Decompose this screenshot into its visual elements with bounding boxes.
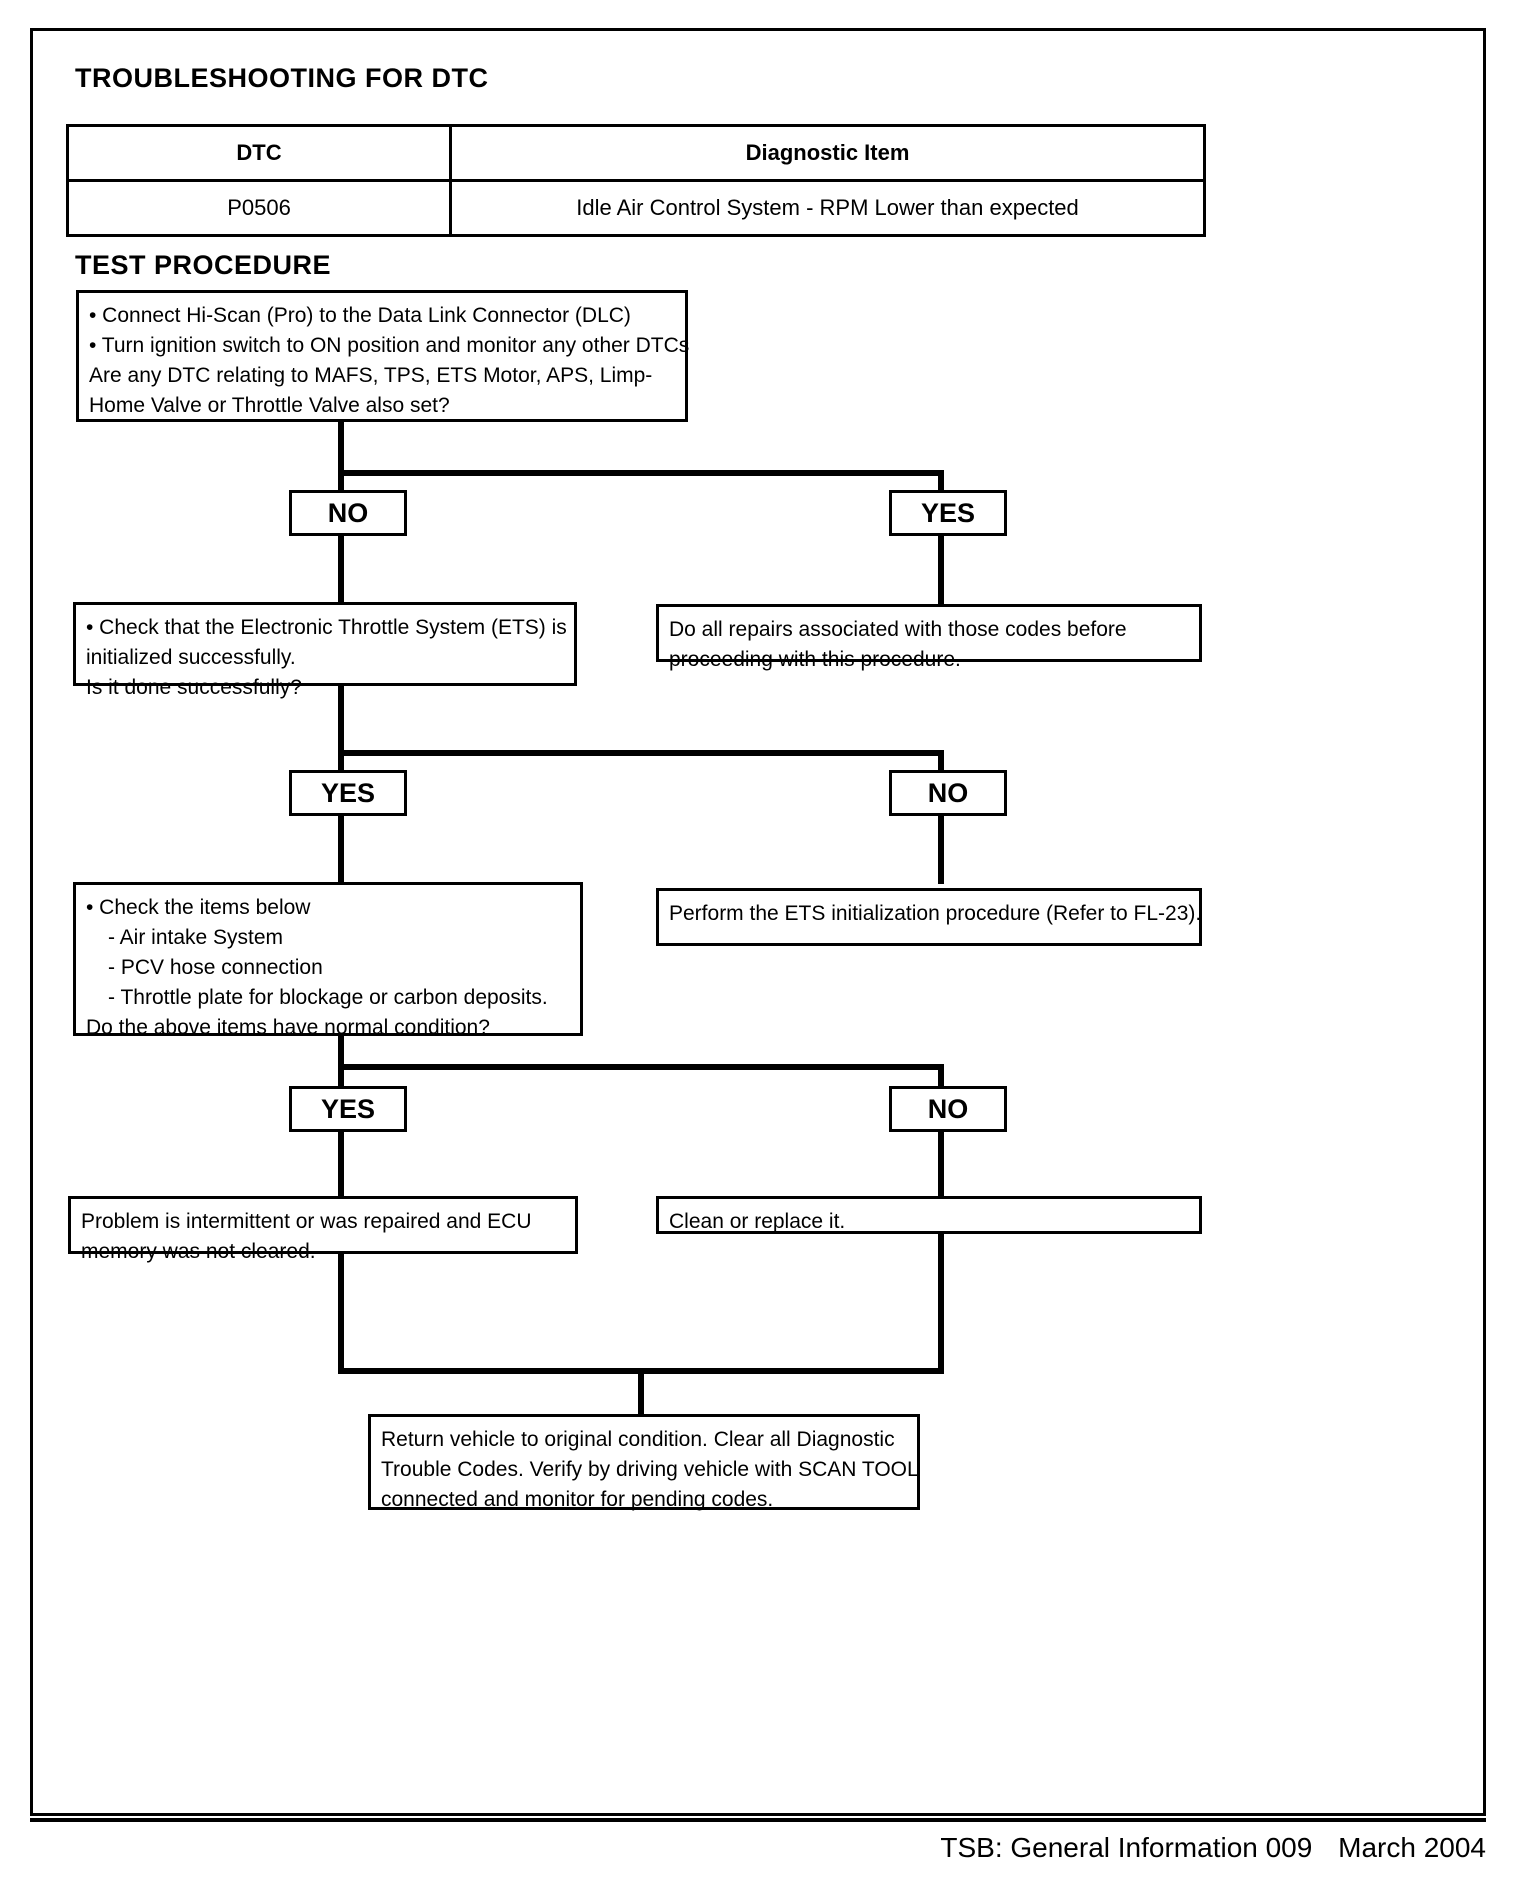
branch1-no-label: NO: [289, 490, 407, 536]
connector-branch1-left-tail: [338, 536, 344, 604]
branch2-yes-label: YES: [289, 770, 407, 816]
step2-left-line3: Is it done successfully?: [86, 676, 302, 699]
connector-branch2-bar: [338, 750, 944, 756]
connector-step2-stem: [338, 684, 344, 754]
step3-left-line2: - Air intake System: [108, 926, 284, 949]
connector-step4-right-tail: [938, 1232, 944, 1372]
cell-diagnostic-item: Idle Air Control System - RPM Lower than…: [449, 179, 1206, 237]
footer-date: March 2004: [1338, 1832, 1486, 1863]
column-header-diagnostic-item: Diagnostic Item: [449, 124, 1206, 182]
step4-left-line2: memory was not cleared.: [81, 1240, 316, 1263]
step2-right-line1: Do all repairs associated with those cod…: [669, 618, 1127, 641]
flow-box-final: Return vehicle to original condition. Cl…: [368, 1414, 920, 1511]
connector-branch3-right-tail: [938, 1132, 944, 1200]
page-border: [30, 28, 1486, 1816]
flow-box-step-3-left: • Check the items below - Air intake Sys…: [73, 882, 583, 1039]
flow-box-step-3-right: Perform the ETS initialization procedure…: [656, 888, 1202, 946]
footer: TSB: General Information 009 March 2004: [922, 1832, 1486, 1864]
connector-branch2-right-drop: [938, 750, 944, 776]
connector-branch3-left-tail: [338, 1132, 344, 1200]
cell-dtc-code: P0506: [66, 179, 452, 237]
step3-left-line5: Do the above items have normal condition…: [86, 1016, 490, 1039]
step2-left-line1: • Check that the Electronic Throttle Sys…: [86, 616, 567, 639]
step4-right-line1: Clean or replace it.: [669, 1210, 846, 1233]
table-row: P0506 Idle Air Control System - RPM Lowe…: [66, 179, 1206, 237]
step3-left-line4: - Throttle plate for blockage or carbon …: [108, 986, 548, 1009]
connector-branch3-right-drop: [938, 1064, 944, 1090]
flow-box-step-4-right: Clean or replace it.: [656, 1196, 1202, 1234]
connector-final-stem: [638, 1368, 644, 1418]
step1-line2: • Turn ignition switch to ON position an…: [89, 334, 690, 357]
connector-branch2-right-tail: [938, 816, 944, 884]
flow-box-step-4-left: Problem is intermittent or was repaired …: [68, 1196, 578, 1263]
footer-divider: [30, 1818, 1486, 1822]
step1-line1: • Connect Hi-Scan (Pro) to the Data Link…: [89, 304, 631, 327]
step1-line3: Are any DTC relating to MAFS, TPS, ETS M…: [89, 364, 653, 387]
connector-step1-stem: [338, 418, 344, 476]
step1-line4: Home Valve or Throttle Valve also set?: [89, 394, 450, 417]
connector-step3-stem: [338, 1034, 344, 1070]
flow-box-step-2-left: • Check that the Electronic Throttle Sys…: [73, 602, 577, 699]
connector-branch2-left-tail: [338, 816, 344, 884]
step3-left-line1: • Check the items below: [86, 896, 311, 919]
branch2-no-label: NO: [889, 770, 1007, 816]
connector-branch1-left-drop: [338, 470, 344, 496]
branch3-yes-label: YES: [289, 1086, 407, 1132]
step3-left-line3: - PCV hose connection: [108, 956, 323, 979]
step2-left-line2: initialized successfully.: [86, 646, 296, 669]
connector-step4-left-tail: [338, 1252, 344, 1372]
branch3-no-label: NO: [889, 1086, 1007, 1132]
section-title-test-procedure: TEST PROCEDURE: [75, 250, 332, 280]
footer-tsb: TSB: General Information 009: [940, 1832, 1313, 1863]
connector-branch3-left-drop: [338, 1064, 344, 1090]
table-header-row: DTC Diagnostic Item: [66, 124, 1206, 182]
page-title: TROUBLESHOOTING FOR DTC: [75, 63, 489, 93]
flow-box-step-2-right: Do all repairs associated with those cod…: [656, 604, 1202, 671]
final-line1: Return vehicle to original condition. Cl…: [381, 1428, 895, 1451]
step2-right-line2: proceeding with this procedure.: [669, 648, 961, 671]
connector-branch1-right-tail: [938, 536, 944, 604]
step4-left-line1: Problem is intermittent or was repaired …: [81, 1210, 532, 1233]
connector-branch3-bar: [338, 1064, 944, 1070]
column-header-dtc: DTC: [66, 124, 452, 182]
connector-branch1-bar: [338, 470, 944, 476]
connector-branch2-left-drop: [338, 750, 344, 776]
branch1-yes-label: YES: [889, 490, 1007, 536]
connector-branch1-right-drop: [938, 470, 944, 496]
final-line3: connected and monitor for pending codes.: [381, 1488, 774, 1511]
dtc-table: DTC Diagnostic Item P0506 Idle Air Contr…: [66, 124, 1206, 237]
final-line2: Trouble Codes. Verify by driving vehicle…: [381, 1458, 919, 1481]
step3-right-line1: Perform the ETS initialization procedure…: [669, 902, 1202, 925]
flow-box-step-1: • Connect Hi-Scan (Pro) to the Data Link…: [76, 290, 690, 422]
